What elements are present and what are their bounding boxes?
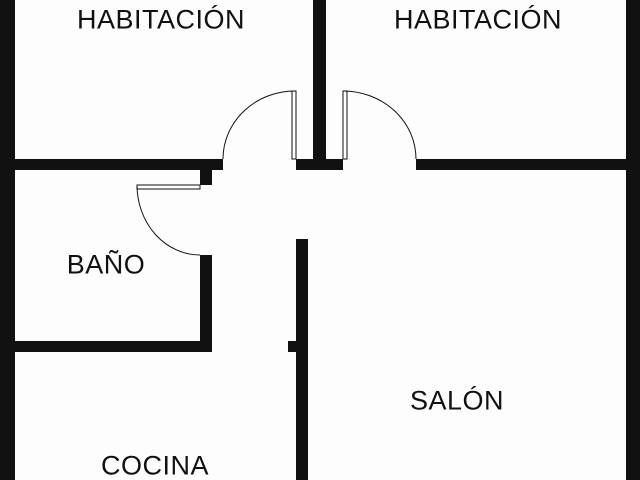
wall-hall-top	[296, 159, 343, 170]
wall-outer-right	[626, 0, 640, 480]
room-label-living-room: SALÓN	[409, 385, 505, 416]
wall-bedroom-right-bottom	[416, 159, 640, 170]
wall-salon-stub	[288, 341, 298, 352]
door-leaf-bathroom[interactable]	[136, 184, 201, 190]
wall-bedrooms-divider	[313, 0, 326, 170]
wall-bedroom-left-bottom	[0, 159, 223, 170]
wall-bathroom-stub	[200, 170, 212, 185]
room-label-bedroom-left: HABITACIÓN	[76, 4, 246, 35]
door-swing-bedroom-right	[342, 90, 417, 160]
wall-bathroom-right	[200, 255, 212, 352]
wall-bathroom-bottom	[0, 341, 212, 352]
door-swing-bathroom	[136, 184, 201, 256]
door-swing-bedroom-left	[222, 90, 297, 160]
room-label-kitchen: COCINA	[100, 450, 210, 480]
wall-outer-left	[0, 0, 15, 480]
door-leaf-bedroom-left[interactable]	[291, 90, 297, 160]
wall-salon-left	[296, 239, 308, 480]
room-label-bedroom-right: HABITACIÓN	[393, 4, 563, 35]
door-leaf-bedroom-right[interactable]	[342, 90, 348, 160]
room-label-bathroom: BAÑO	[66, 249, 146, 280]
